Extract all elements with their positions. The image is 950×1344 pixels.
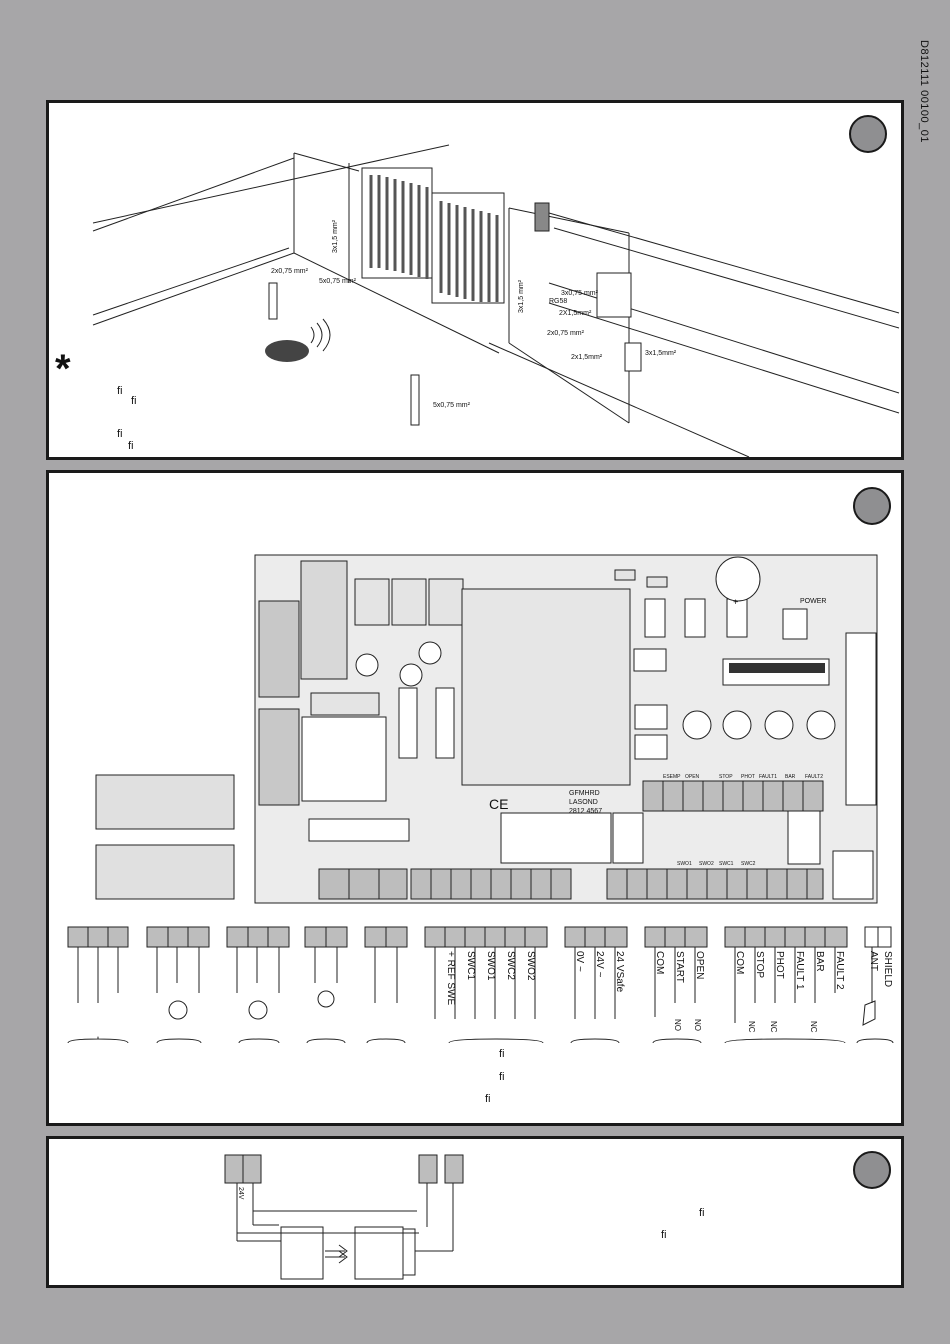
jumper-label: PHOT xyxy=(741,774,755,780)
terminal-label: PHOT xyxy=(774,951,785,979)
asterisk-note-mark: * xyxy=(55,347,71,391)
note-fi-mark: ﬁ xyxy=(131,395,137,407)
jumper-label: STOP xyxy=(719,774,733,780)
photocell-wiring-drawing: 24V xyxy=(224,1154,464,1280)
terminal-label: OPEN xyxy=(694,951,705,979)
terminal-label: 24V ~ xyxy=(594,951,605,978)
jumper-label: FAULT2 xyxy=(805,774,823,780)
control-board-panel: ﬁ ﬁ ﬁ xyxy=(46,470,904,1126)
note-fi-mark: ﬁ xyxy=(117,428,123,440)
terminal-label: SWO1 xyxy=(485,951,496,981)
cable-label: 3x1,5 mm² xyxy=(518,279,525,313)
jumper-label: FAULT1 xyxy=(759,774,777,780)
terminal-label: SWC1 xyxy=(465,951,476,980)
terminal-label: ANT xyxy=(868,951,879,971)
dip-grid-row: 2812 4567 xyxy=(569,808,602,815)
cable-label: 3x0,75 mm² xyxy=(561,290,599,297)
cable-label: 5x0,75 mm² xyxy=(433,402,471,409)
terminal-label: 24 VSafe xyxy=(614,951,625,993)
cable-label: 2x0,75 mm² xyxy=(547,330,585,337)
jumper-label: SWC2 xyxy=(741,861,756,867)
cable-label: 2X1,5mm² xyxy=(559,310,592,317)
note-fi-mark: ﬁ xyxy=(485,1093,491,1105)
note-fi-mark: ﬁ xyxy=(499,1048,505,1060)
terminal-label: FAULT 1 xyxy=(794,951,805,990)
jumper-label: OPEN xyxy=(685,774,700,780)
gate-installation-drawing: 2x0,75 mm² 5x0,75 mm² 3x0,75 mm² RG58 2X… xyxy=(92,144,900,457)
jumper-label: SWO2 xyxy=(699,861,714,867)
note-fi-mark: ﬁ xyxy=(699,1207,705,1219)
contact-type-label: NO xyxy=(693,1019,702,1031)
terminal-label: 0V ~ xyxy=(574,951,585,972)
dip-grid-row: GFMHRD xyxy=(569,790,600,797)
terminal-label: SHIELD xyxy=(882,951,893,987)
jumper-label: SWC1 xyxy=(719,861,734,867)
terminal-label: FAULT 2 xyxy=(834,951,845,990)
terminal-label: STOP xyxy=(754,951,765,978)
note-fi-mark: ﬁ xyxy=(661,1229,667,1241)
cable-label: 3x1,5 mm² xyxy=(332,219,339,253)
installation-figure-panel: * ﬁ ﬁ ﬁ ﬁ xyxy=(46,100,904,460)
figure-number-badge xyxy=(853,487,891,525)
note-fi-mark: ﬁ xyxy=(128,440,134,452)
dip-grid-row: LASOND xyxy=(569,799,598,806)
photocell-wiring-panel: ﬁ ﬁ 24V xyxy=(46,1136,904,1288)
figure-number-badge xyxy=(853,1151,891,1189)
terminal-label: COM xyxy=(654,951,665,974)
svg-text:+: + xyxy=(733,597,738,607)
terminal-label: SWO2 xyxy=(525,951,536,981)
cable-label: 2x1,5mm² xyxy=(571,354,603,361)
jumper-label: SWO1 xyxy=(677,861,692,867)
terminal-label: + REF SWE xyxy=(445,951,456,1006)
cable-label: 5x0,75 mm² xyxy=(319,278,357,285)
cable-label: 3x1,5mm² xyxy=(645,350,677,357)
ce-mark: CE xyxy=(489,796,508,812)
contact-type-label: NO xyxy=(673,1019,682,1031)
contact-type-label: NC xyxy=(809,1021,818,1033)
note-fi-mark: ﬁ xyxy=(499,1071,505,1083)
jumper-label: ESEMP xyxy=(663,774,681,780)
contact-type-label: NC xyxy=(769,1021,778,1033)
power-led-label: POWER xyxy=(800,598,826,605)
figure-number-badge xyxy=(849,115,887,153)
contact-type-label: NC xyxy=(747,1021,756,1033)
document-code: D812111 00100_01 xyxy=(918,40,930,144)
terminal-label: BAR xyxy=(814,951,825,972)
terminal-label: SWC2 xyxy=(505,951,516,980)
supply-voltage-label: 24V xyxy=(237,1187,244,1200)
cable-label: RG58 xyxy=(549,298,567,305)
control-board-drawing: + xyxy=(67,554,894,1044)
terminal-label: START xyxy=(674,951,685,983)
note-fi-mark: ﬁ xyxy=(117,385,123,397)
jumper-label: BAR xyxy=(785,774,796,780)
cable-label: 2x0,75 mm² xyxy=(271,268,309,275)
terminal-label: COM xyxy=(734,951,745,974)
